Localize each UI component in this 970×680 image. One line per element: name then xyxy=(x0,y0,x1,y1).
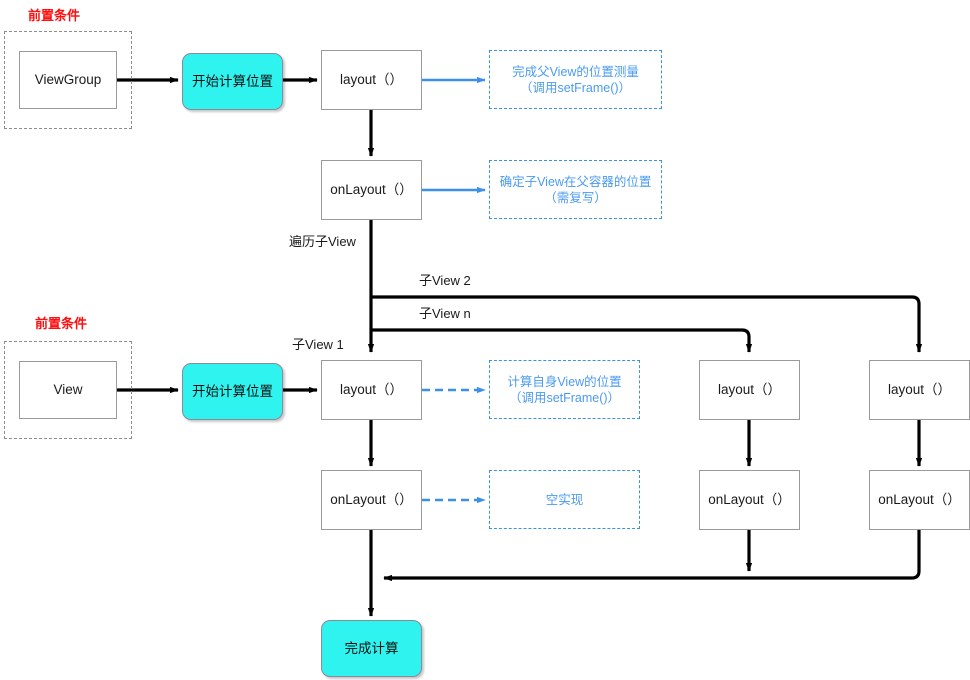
node-onlayout-child2[interactable]: onLayout（） xyxy=(869,470,970,530)
node-onlayout-child1[interactable]: onLayout（） xyxy=(321,470,422,530)
note-child-layout-line1: 计算自身View的位置 xyxy=(507,374,622,389)
note-child-layout: 计算自身View的位置 （调用setFrame()） xyxy=(489,360,640,419)
node-viewgroup[interactable]: ViewGroup xyxy=(19,51,117,109)
note-child-onlayout: 空实现 xyxy=(489,470,640,529)
edge-label-child-view-2: 子View 2 xyxy=(419,273,471,288)
view-precondition-group xyxy=(4,341,132,439)
node-layout-child2[interactable]: layout（） xyxy=(869,360,970,420)
precondition-label-top: 前置条件 xyxy=(28,8,81,23)
edge-label-child-view-1: 子View 1 xyxy=(292,337,344,352)
edge-label-traverse-children: 遍历子View xyxy=(289,234,356,249)
viewgroup-precondition-group xyxy=(4,31,132,129)
node-layout-child1[interactable]: layout（） xyxy=(321,360,422,420)
precondition-label-bottom: 前置条件 xyxy=(35,316,88,331)
edge-label-child-view-n: 子View n xyxy=(419,306,471,321)
note-parent-onlayout-line1: 确定子View在父容器的位置 xyxy=(499,174,652,189)
node-start-calc-bottom[interactable]: 开始计算位置 xyxy=(182,363,283,420)
note-parent-onlayout-line2: （需复写） xyxy=(544,190,607,205)
note-parent-onlayout: 确定子View在父容器的位置 （需复写） xyxy=(489,160,662,219)
node-start-calc-top[interactable]: 开始计算位置 xyxy=(182,53,283,110)
node-layout-parent[interactable]: layout（） xyxy=(321,50,422,110)
note-parent-layout-line1: 完成父View的位置测量 xyxy=(512,64,639,79)
node-finish[interactable]: 完成计算 xyxy=(321,620,422,677)
note-child-layout-line2: （调用setFrame()） xyxy=(508,390,621,405)
node-onlayout-parent[interactable]: onLayout（） xyxy=(321,160,422,220)
node-view[interactable]: View xyxy=(19,361,117,419)
note-parent-layout-line2: （调用setFrame()） xyxy=(519,80,632,95)
note-parent-layout: 完成父View的位置测量 （调用setFrame()） xyxy=(489,50,662,109)
node-layout-childn[interactable]: layout（） xyxy=(699,360,800,420)
node-onlayout-childn[interactable]: onLayout（） xyxy=(699,470,800,530)
note-child-onlayout-line1: 空实现 xyxy=(545,492,584,507)
